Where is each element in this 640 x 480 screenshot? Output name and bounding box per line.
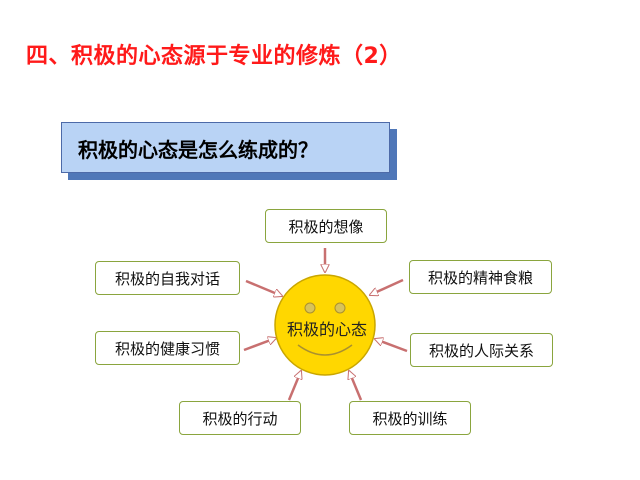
- question-text: 积极的心态是怎么练成的？: [78, 138, 318, 162]
- slide-title: 四、积极的心态源于专业的修炼（2）: [26, 44, 402, 69]
- smiley-right-eye: [334, 302, 346, 314]
- node-action: 积极的行动: [179, 401, 301, 435]
- smiley-mouth: [297, 344, 353, 356]
- node-training: 积极的训练: [349, 401, 471, 435]
- node-self-talk: 积极的自我对话: [95, 261, 240, 295]
- arrow-relationships: [375, 339, 408, 353]
- arrow-healthy-habits: [243, 338, 276, 352]
- question-box: 积极的心态是怎么练成的？: [61, 122, 390, 173]
- node-healthy-habits: 积极的健康习惯: [95, 331, 240, 365]
- center-label: 积极的心态: [286, 320, 367, 339]
- arrow-spiritual-food: [370, 278, 404, 295]
- smiley-face: [274, 274, 376, 376]
- arrow-training: [349, 371, 363, 401]
- arrow-action: [287, 371, 301, 401]
- arrow-group: [243, 248, 408, 401]
- node-imagination: 积极的想像: [265, 209, 387, 243]
- smiley-circle: [274, 274, 376, 376]
- node-spiritual-food: 积极的精神食粮: [409, 260, 552, 294]
- smiley-left-eye: [304, 302, 316, 314]
- arrow-self-talk: [245, 279, 282, 296]
- node-relationships: 积极的人际关系: [410, 333, 553, 367]
